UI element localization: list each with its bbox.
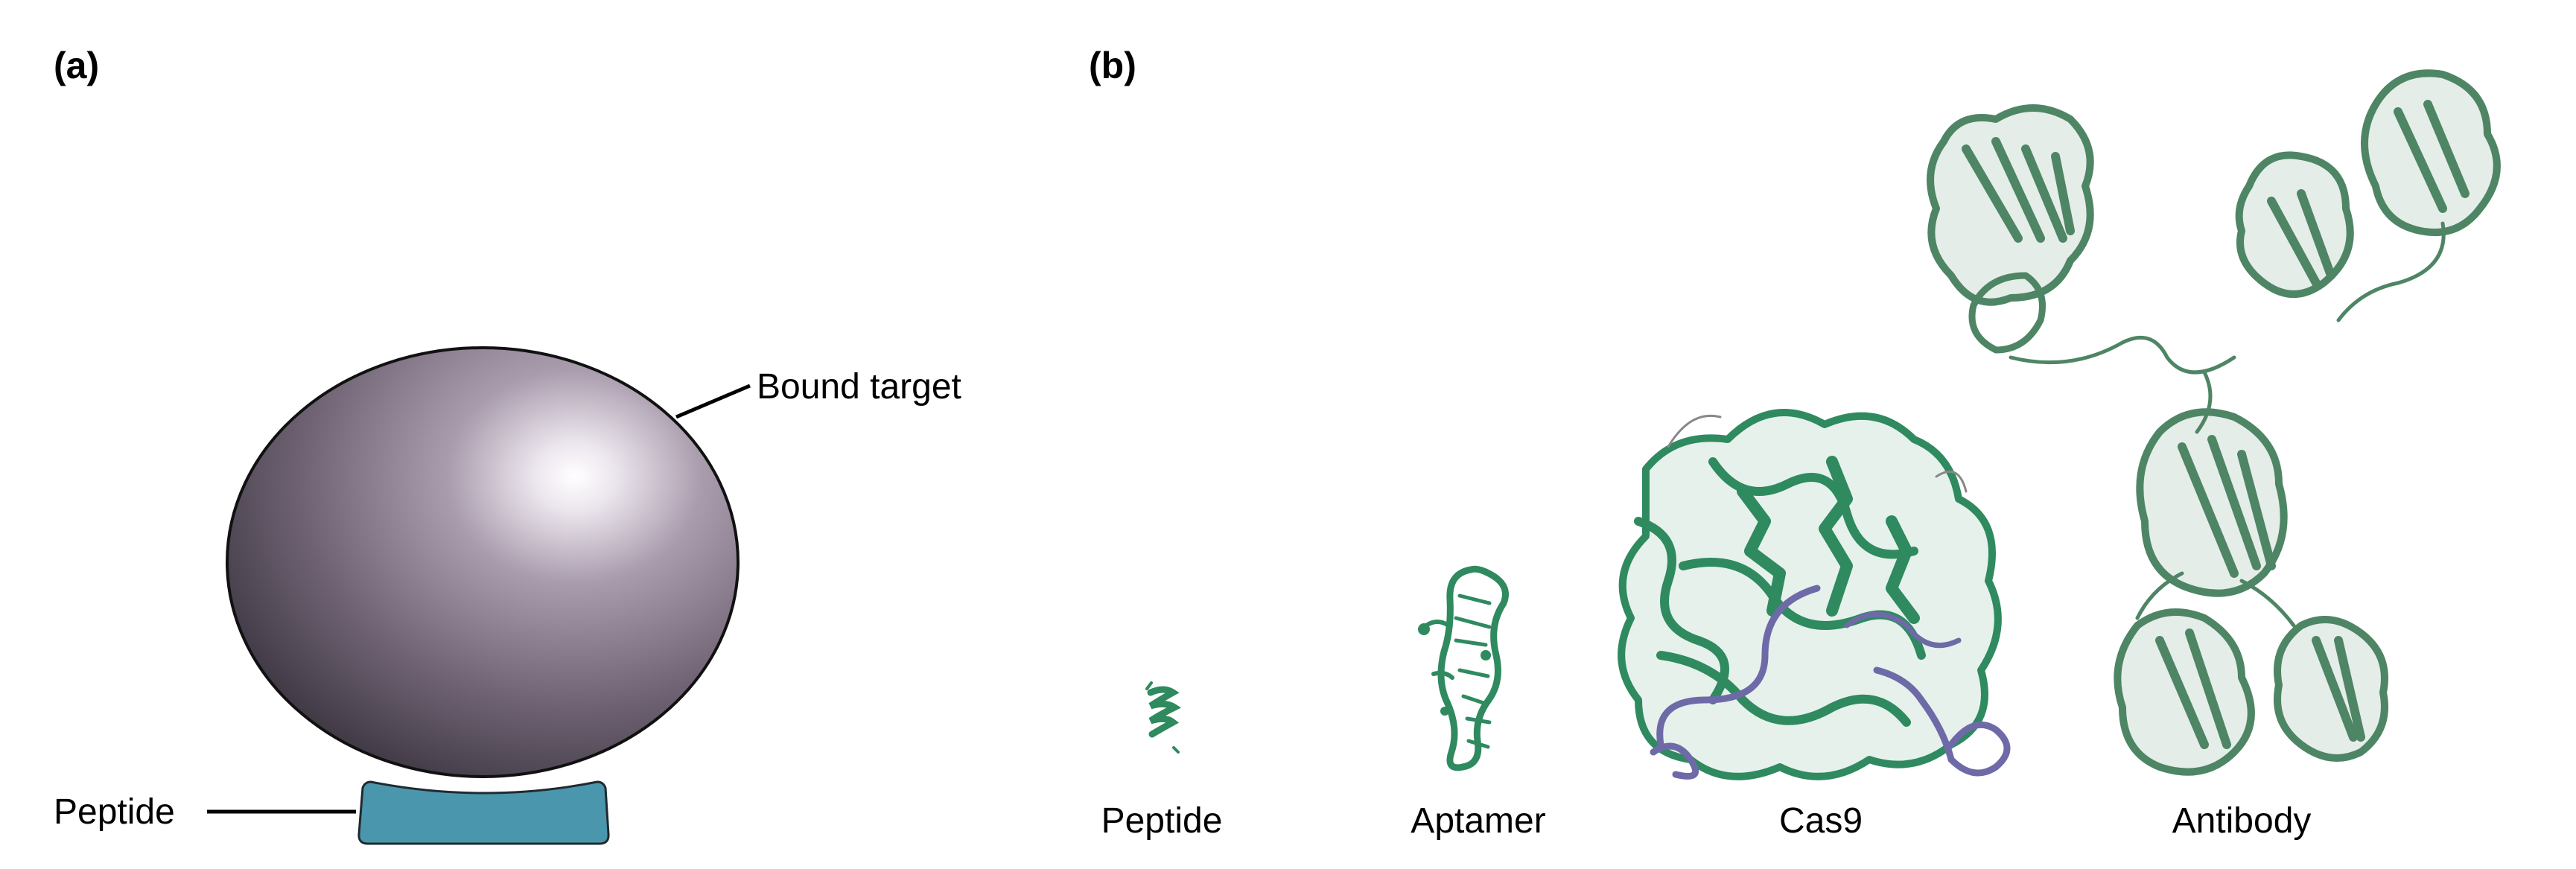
cas9-structure	[1618, 409, 2011, 780]
peptide-label: Peptide	[54, 792, 175, 832]
panel-b-label: (b)	[1089, 45, 1136, 86]
structure-label-antibody: Antibody	[2172, 801, 2312, 841]
structure-label-cas9: Cas9	[1779, 801, 1863, 841]
bound-target-sphere	[226, 346, 740, 778]
structure-label-aptamer: Aptamer	[1411, 801, 1545, 841]
panel-b: (b)	[1089, 45, 2501, 841]
panel-a: (a) Bound target Peptide	[54, 45, 961, 845]
bound-target-leader-line	[675, 383, 751, 419]
peptide-structure	[1145, 681, 1181, 754]
antibody-structure	[1927, 69, 2501, 776]
panel-a-label: (a)	[54, 45, 99, 86]
peptide-shape	[357, 780, 610, 845]
structure-label-peptide: Peptide	[1101, 801, 1223, 841]
bound-target-label: Bound target	[757, 367, 961, 407]
aptamer-structure	[1418, 565, 1509, 771]
